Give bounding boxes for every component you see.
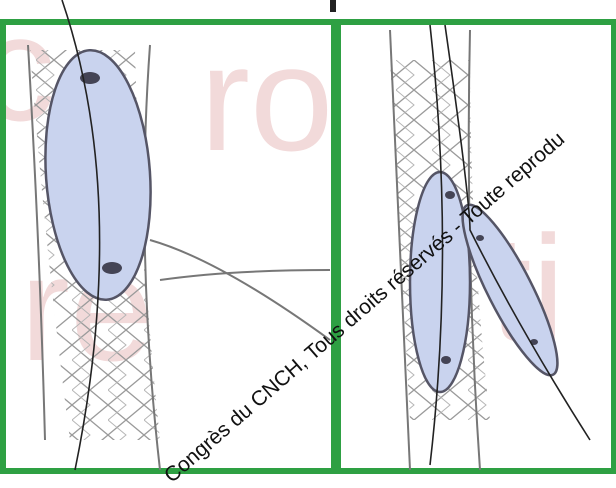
stent-balloon-diagram: c ro re ti — [0, 0, 616, 477]
top-divider-tick — [330, 0, 336, 12]
svg-text:ro: ro — [200, 14, 333, 182]
left-balloon-marker-bottom — [102, 262, 122, 274]
